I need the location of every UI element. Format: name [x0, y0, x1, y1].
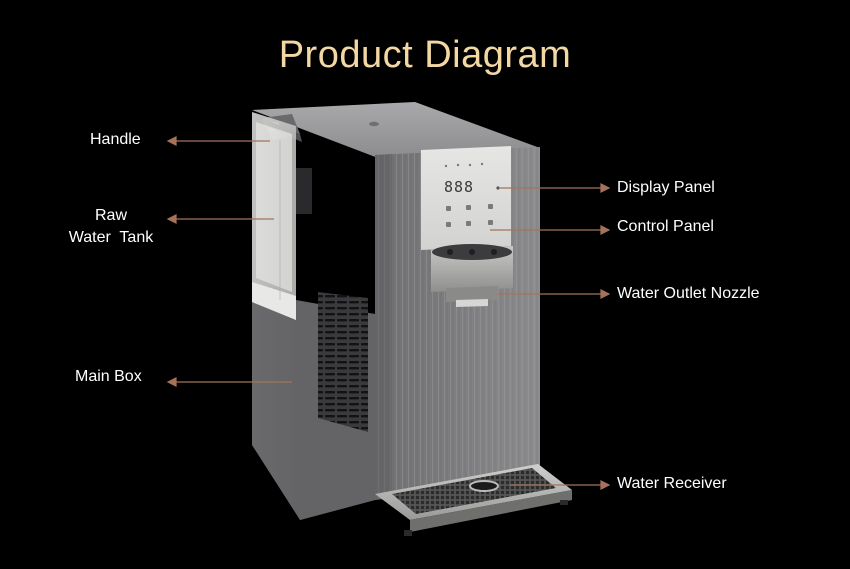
label-display-panel: Display Panel — [617, 179, 715, 196]
raw-water-tank — [252, 112, 312, 320]
leader-line-water-outlet-nozzle — [498, 289, 611, 299]
leader-line-water-receiver — [510, 480, 611, 490]
label-control-panel: Control Panel — [617, 218, 714, 235]
water-outlet-nozzle — [431, 244, 513, 307]
label-handle: Handle — [90, 131, 141, 148]
water-receiver — [375, 464, 572, 536]
display-readout: 888 — [444, 178, 474, 196]
leader-line-display-panel — [500, 183, 611, 193]
label-main-box: Main Box — [75, 368, 142, 385]
display-control-panel: 888 — [421, 146, 511, 250]
leader-line-raw-water-tank — [166, 214, 274, 224]
leader-line-main-box — [166, 377, 292, 387]
main-box — [252, 292, 375, 520]
leader-line-control-panel — [490, 225, 611, 235]
label-water-outlet-nozzle: Water Outlet Nozzle — [617, 285, 760, 302]
top-cover — [252, 102, 540, 158]
label-raw-water-tank-line2: Water Tank — [68, 229, 154, 246]
label-raw-water-tank: Raw Water Tank — [52, 205, 170, 249]
leader-line-handle — [166, 136, 270, 146]
label-water-receiver: Water Receiver — [617, 475, 727, 492]
diagram-title: Product Diagram — [278, 34, 572, 76]
label-raw-water-tank-line1: Raw — [94, 207, 127, 224]
